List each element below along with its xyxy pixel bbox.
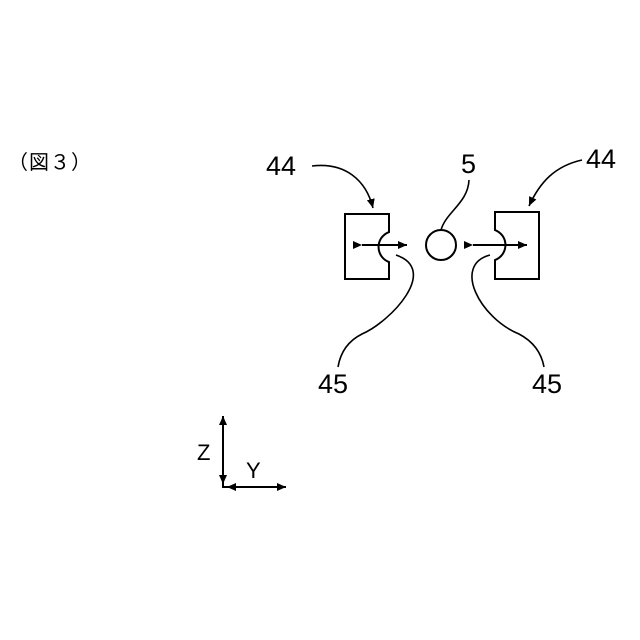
y-axis-label: Y bbox=[246, 458, 261, 483]
z-axis-label: Z bbox=[197, 440, 210, 465]
leader-center-5 bbox=[441, 180, 469, 230]
ref-5: 5 bbox=[461, 149, 476, 179]
leader-right-44 bbox=[529, 160, 582, 206]
ref-45-right: 45 bbox=[532, 369, 562, 399]
ref-45-left: 45 bbox=[318, 369, 348, 399]
leader-left-45 bbox=[338, 255, 413, 367]
ref-44-left: 44 bbox=[266, 151, 296, 181]
ref-44-right: 44 bbox=[586, 144, 616, 174]
leader-left-44 bbox=[312, 165, 373, 208]
center-rod bbox=[426, 230, 456, 260]
left-clamp-block bbox=[345, 214, 389, 279]
leader-right-45 bbox=[472, 255, 544, 367]
